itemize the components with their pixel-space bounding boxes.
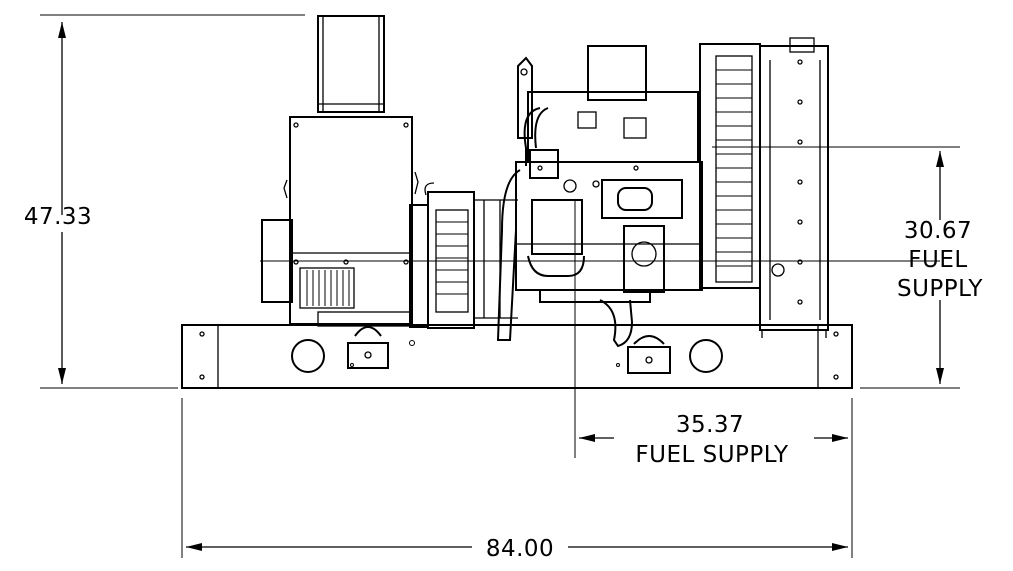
fuel-supply-vertical-value: 30.67 bbox=[904, 218, 972, 244]
overall-length-value: 84.00 bbox=[486, 536, 554, 562]
dimension-height: 47.33 bbox=[24, 14, 305, 389]
flywheel-housing bbox=[427, 191, 518, 329]
dimension-fuel-supply-horizontal: 35.37 FUEL SUPPLY bbox=[574, 200, 853, 558]
base-frame bbox=[181, 324, 853, 389]
fuel-supply-vertical-label-line1: FUEL bbox=[908, 247, 967, 273]
fuel-supply-horizontal-label: FUEL SUPPLY bbox=[635, 442, 789, 468]
radiator bbox=[699, 37, 829, 338]
engine bbox=[496, 45, 703, 348]
generator-set-illustration bbox=[181, 15, 853, 389]
height-dimension-value: 47.33 bbox=[24, 204, 92, 230]
fuel-supply-vertical-label-line2: SUPPLY bbox=[897, 276, 983, 302]
alternator bbox=[261, 15, 435, 328]
dimension-fuel-supply-vertical: 30.67 FUEL SUPPLY bbox=[260, 146, 983, 389]
dimension-overall-length: 84.00 bbox=[181, 398, 848, 562]
fuel-supply-horizontal-value: 35.37 bbox=[676, 412, 744, 438]
